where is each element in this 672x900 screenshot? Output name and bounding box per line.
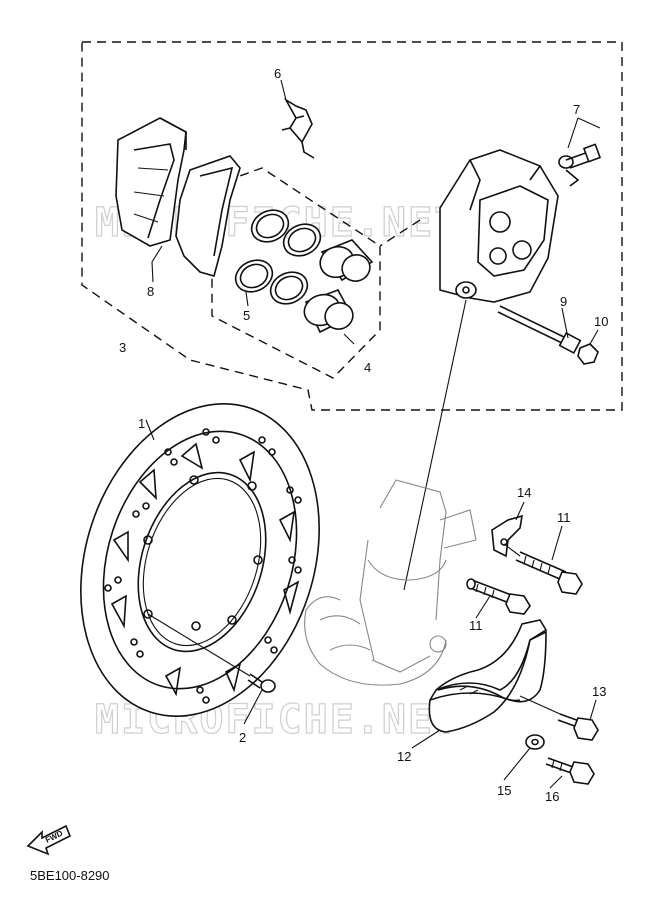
fork-leg (304, 479, 477, 686)
disc-screw (147, 613, 276, 693)
disc-cover (428, 619, 548, 733)
brake-pad-inner (175, 155, 241, 277)
callout-9: 9 (560, 294, 567, 309)
caliper-nut (577, 343, 599, 365)
caliper-assembly-outline (81, 41, 623, 411)
callout-15: 14 (517, 485, 531, 500)
bleed-screw (558, 143, 602, 187)
callout-10: 10 (594, 314, 608, 329)
callout-11-lower: 11 (469, 618, 483, 633)
callout-4: 4 (364, 360, 371, 375)
callout-5: 5 (243, 308, 250, 323)
callout-6: 6 (274, 66, 281, 81)
brake-disc (80, 403, 320, 717)
callout-2: 2 (239, 730, 246, 745)
inner-divider (379, 219, 421, 247)
caliper-body (439, 149, 559, 303)
pad-spring-clip (281, 97, 315, 159)
caliper-bolt (497, 305, 582, 355)
assembly-line (403, 299, 467, 591)
callout-13: 13 (592, 684, 606, 699)
piston-seals (234, 209, 322, 305)
callout-16: 15 (497, 783, 511, 798)
leader-lines (145, 79, 601, 789)
washer (525, 734, 545, 750)
bolt-11-upper (503, 543, 583, 595)
callout-12: 12 (397, 749, 411, 764)
bolt-14 (545, 757, 595, 785)
diagram-code: 5BE100-8290 (30, 868, 110, 883)
callout-1: 1 (138, 416, 145, 431)
seal-kit-outline (211, 167, 381, 379)
hose-bracket (491, 514, 523, 558)
bolt-11-lower (466, 578, 531, 615)
callout-11-upper: 11 (557, 510, 571, 525)
callout-8: 8 (147, 284, 154, 299)
callout-3: 3 (119, 340, 126, 355)
callout-14: 16 (545, 789, 559, 804)
caliper-pistons (303, 239, 374, 334)
fwd-arrow-icon: FWD (26, 824, 72, 856)
brake-pad-outer (115, 117, 187, 247)
callout-7: 7 (573, 102, 580, 117)
bolt-13 (519, 695, 599, 741)
